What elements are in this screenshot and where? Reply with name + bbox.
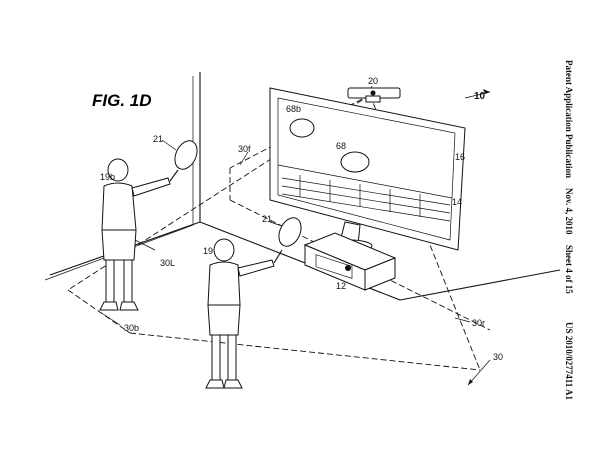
ref-12: 12 — [336, 281, 346, 291]
ref-68: 68 — [336, 141, 346, 151]
ref-19b: 19b — [100, 172, 115, 182]
patent-header: Patent Application Publication Nov. 4, 2… — [564, 60, 574, 401]
ref-30: 30 — [493, 352, 503, 362]
ref-16: 16 — [455, 152, 465, 162]
header-number: US 2010/0277411 A1 — [564, 322, 574, 401]
player-19b — [100, 137, 201, 310]
ref-20: 20 — [368, 76, 378, 86]
sensor-device — [348, 88, 400, 102]
ref-10: 10 — [474, 91, 486, 102]
header-sheet: Sheet 4 of 15 — [564, 245, 574, 294]
header-publication: Patent Application Publication — [564, 60, 574, 178]
ref-14: 14 — [452, 197, 462, 207]
screen-avatar-68b — [290, 119, 314, 137]
ref-30b: 30b — [124, 323, 139, 333]
ref-21-upper: 21 — [153, 134, 163, 144]
player-19 — [206, 214, 305, 388]
header-date: Nov. 4, 2010 — [564, 188, 574, 235]
ref-21-lower: 21 — [262, 214, 272, 224]
screen-avatar-68 — [341, 152, 369, 172]
ref-30r: 30r — [472, 318, 485, 328]
ref-30L: 30L — [160, 258, 175, 268]
ref-30f: 30f — [238, 144, 251, 154]
figure-title: FIG. 1D — [92, 91, 152, 110]
ref-68b: 68b — [286, 104, 301, 114]
ref-19: 19 — [203, 246, 213, 256]
console-cabinet — [305, 233, 395, 290]
